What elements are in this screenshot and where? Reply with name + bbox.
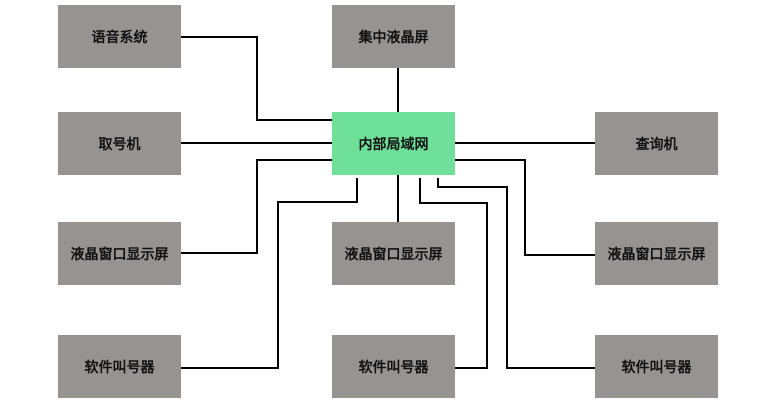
node-caller-right: 软件叫号器: [595, 335, 718, 398]
link-caller-middle: [419, 178, 488, 369]
link-lcd-left: [181, 159, 332, 254]
node-lcd-middle: 液晶窗口显示屏: [332, 222, 455, 285]
link-lcd-right: [455, 159, 595, 256]
node-ticket-machine: 取号机: [58, 112, 181, 175]
link-voice: [181, 36, 332, 121]
node-central-lcd: 集中液晶屏: [332, 5, 455, 68]
node-lcd-left: 液晶窗口显示屏: [58, 222, 181, 285]
link-caller-right: [437, 178, 595, 369]
link-caller-left: [181, 178, 358, 369]
node-lcd-right: 液晶窗口显示屏: [595, 222, 718, 285]
node-query-machine: 查询机: [595, 112, 718, 175]
node-voice-system: 语音系统: [58, 5, 181, 68]
node-caller-left: 软件叫号器: [58, 335, 181, 398]
node-caller-middle: 软件叫号器: [332, 335, 455, 398]
node-lan-hub: 内部局域网: [332, 112, 455, 175]
